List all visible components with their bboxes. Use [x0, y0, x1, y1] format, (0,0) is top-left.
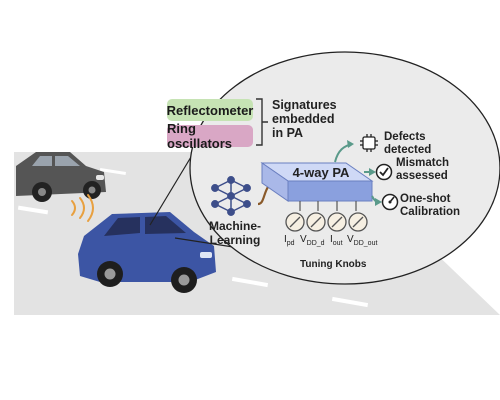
outcome-line: detected: [384, 144, 432, 156]
radar-wave: [87, 194, 94, 222]
lane-marking: [17, 205, 49, 215]
signatures-line: in PA: [272, 126, 304, 140]
pa-label: 4-way PA: [292, 165, 350, 180]
check-circle-icon: [375, 163, 393, 181]
lane-marking: [99, 167, 126, 176]
lane-marking: [231, 276, 269, 288]
knob-label-ipd: Ipd: [284, 234, 295, 247]
mismatch-assessed-label: Mismatch assessed: [396, 157, 449, 183]
rear-car-window: [32, 156, 52, 166]
outcome-line: Defects: [384, 131, 426, 143]
rear-car-window: [55, 156, 80, 166]
signatures-text: Signatures embedded in PA: [272, 98, 337, 140]
outcome-line: One-shot: [400, 193, 451, 205]
rear-car-hub: [88, 186, 96, 194]
radar-waves: [71, 194, 94, 222]
rear-car-headlight: [96, 175, 104, 180]
gauge-icon: [381, 193, 399, 211]
defects-detected-label: Defects detected: [384, 131, 431, 157]
knob-label-vddd: VDD_d: [300, 234, 325, 247]
outcome-line: Mismatch: [396, 157, 450, 169]
outcome-arrows: [334, 140, 382, 206]
machine-learning-label: Machine- Learning: [205, 219, 265, 247]
front-car-hub: [104, 268, 116, 280]
pa-block: [260, 162, 374, 211]
pa-block-side: [261, 162, 289, 202]
reflectometer-label: Reflectometer: [167, 99, 253, 121]
chip-icon: [360, 134, 378, 152]
front-car-headlight: [200, 252, 212, 258]
signatures-line: Signatures: [272, 98, 337, 112]
tuning-knob-dials: [285, 212, 368, 232]
ml-label-line: Machine-: [208, 219, 261, 233]
outcome-line: Calibration: [400, 206, 461, 218]
neural-net-icon: [211, 176, 251, 216]
pa-block-front: [287, 180, 373, 202]
radar-wave: [71, 200, 76, 216]
tuning-knobs-caption: Tuning Knobs: [300, 259, 367, 270]
signatures-line: embedded: [272, 112, 335, 126]
one-shot-calibration-label: One-shot Calibration: [400, 193, 460, 219]
radar-wave: [79, 197, 85, 219]
front-car: [78, 212, 216, 293]
ml-label-line: Learning: [209, 233, 261, 247]
knob-label-vddout: VDD_out: [347, 234, 378, 247]
knob-label-iout: Iout: [330, 234, 343, 247]
rear-car: [16, 152, 106, 202]
outcome-line: assessed: [396, 170, 448, 182]
sensor-bracket: [256, 98, 268, 146]
lane-marking: [331, 296, 369, 308]
front-car-window: [104, 217, 140, 236]
ring-oscillators-label: Ring oscillators: [167, 121, 253, 151]
rear-car-hub: [38, 188, 46, 196]
front-car-hub: [178, 274, 190, 286]
front-car-window: [145, 216, 186, 234]
